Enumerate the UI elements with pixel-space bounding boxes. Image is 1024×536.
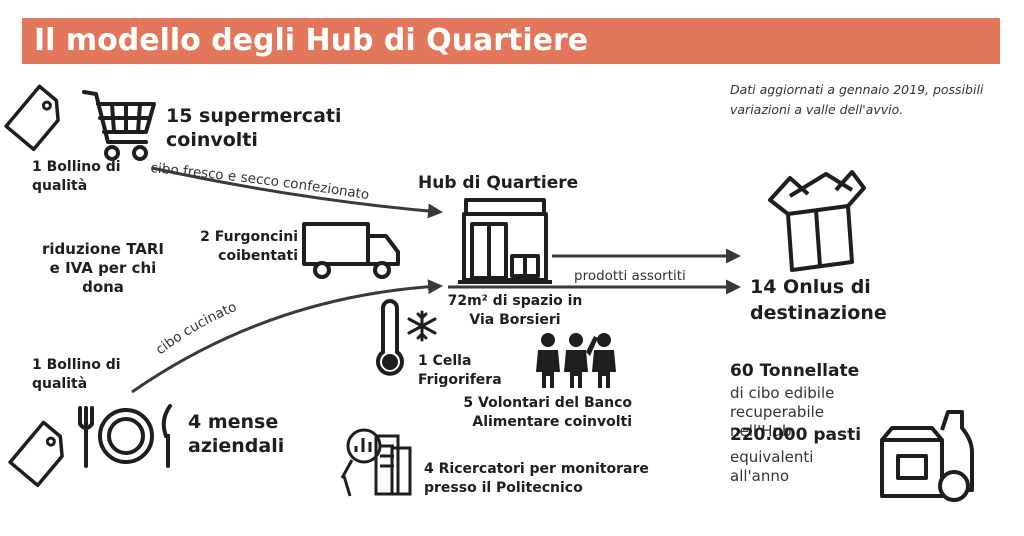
fork-knife-plate-icon (78, 404, 172, 468)
shop-icon (458, 198, 552, 284)
meals-description: equivalenti all'anno (730, 448, 814, 485)
title-bar: Il modello degli Hub di Quartiere (22, 18, 1000, 64)
tons-description: di cibo edibile recuperabile nell'Hub (730, 384, 835, 440)
open-box-icon (768, 170, 866, 272)
hub-title: Hub di Quartiere (418, 173, 579, 193)
page-title: Il modello degli Hub di Quartiere (34, 23, 589, 58)
tons-value: 60 Tonnellate (730, 361, 860, 381)
onlus-label: 14 Onlus di destinazione (750, 276, 887, 324)
supermarkets-label: 15 supermercati coinvolti (166, 105, 342, 151)
price-tag-bottom-icon (8, 420, 64, 488)
fresh-food-flow-label: cibo fresco e secco confezionato (150, 160, 371, 203)
delivery-truck-icon (302, 222, 400, 279)
people-icon (536, 333, 616, 388)
quality-seal-bottom-label: 1 Bollino di qualità (32, 357, 121, 392)
thermometer-icon (376, 299, 404, 376)
assorted-products-label: prodotti assortiti (574, 268, 686, 284)
canteens-label: 4 mense aziendali (188, 411, 285, 457)
price-tag-icon (4, 84, 60, 152)
volunteers-label: 5 Volontari del Banco Alimentare coinvol… (463, 395, 632, 430)
cooked-food-arrow (131, 279, 443, 394)
vans-label: 2 Furgoncini coibentati (200, 229, 298, 264)
quality-seal-top-label: 1 Bollino di qualità (32, 159, 121, 194)
magnifier-chart-icon (340, 428, 412, 497)
cold-cell-label: 1 Cella Frigorifera (418, 353, 502, 388)
grocery-icon (880, 410, 974, 502)
shopping-cart-icon (82, 90, 156, 161)
cooked-food-flow-label: cibo cucinato (153, 299, 239, 358)
update-note: Dati aggiornati a gennaio 2019, possibil… (730, 82, 984, 117)
meals-value: 220.000 pasti (730, 425, 862, 445)
researchers-label: 4 Ricercatori per monitorare presso il P… (424, 461, 649, 496)
hub-space-label: 72m² di spazio in Via Borsieri (447, 293, 583, 328)
fresh-food-arrow (151, 166, 443, 219)
tax-benefit-label: riduzione TARI e IVA per chi dona (41, 240, 164, 296)
snowflake-icon (407, 310, 437, 342)
